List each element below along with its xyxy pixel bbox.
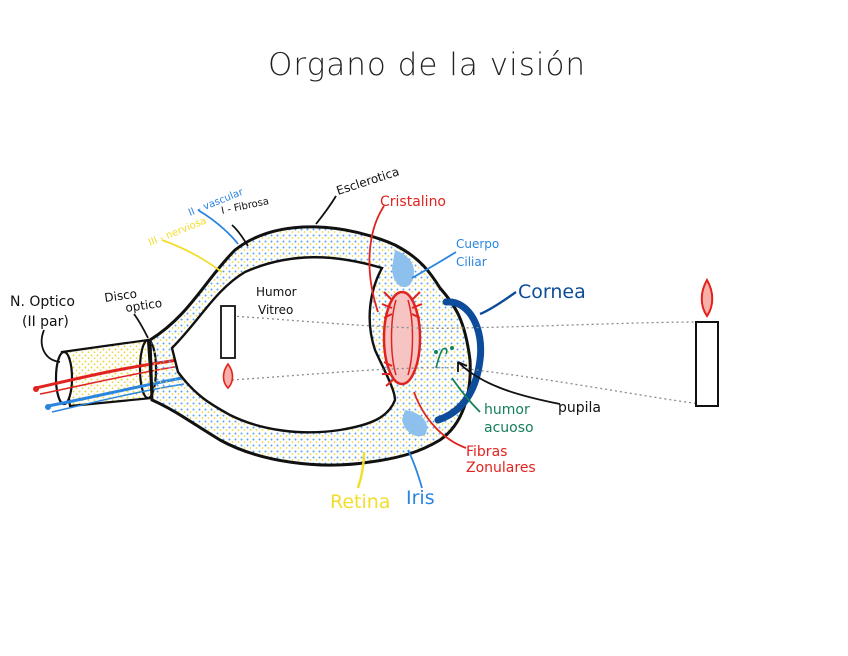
leader-optic-disc	[133, 313, 149, 339]
cornea	[434, 298, 485, 424]
leader-sclera	[315, 195, 337, 225]
leader-zonular	[413, 391, 467, 449]
label-optic-disc-2: optico	[124, 296, 163, 315]
label-optic-nerve: N. Optico	[10, 294, 75, 310]
label-zonular-fibers: Fibras	[466, 444, 507, 460]
label-vitreous-humor-2: Vitreo	[258, 303, 293, 317]
leader-vascular-layer	[197, 209, 239, 245]
leader-lens	[368, 205, 385, 313]
label-retina: Retina	[330, 491, 390, 513]
leader-optic-nerve	[40, 329, 61, 363]
label-lens: Cristalino	[380, 194, 446, 210]
diagram-title: Organo de la visión	[268, 47, 586, 83]
label-iris: Iris	[406, 487, 435, 509]
leader-pupil	[457, 361, 561, 405]
label-vitreous-humor: Humor	[256, 285, 297, 299]
leader-retina	[356, 451, 366, 489]
retinal-image	[220, 305, 236, 390]
label-ciliary-body-2: Ciliar	[456, 255, 487, 269]
leader-cornea	[479, 291, 517, 316]
label-aqueous-humor: humor	[484, 402, 530, 418]
lens	[381, 290, 423, 387]
leader-ciliary	[411, 251, 457, 279]
candle	[695, 278, 719, 407]
leader-nervous-layer	[161, 239, 223, 273]
label-cornea: Cornea	[518, 281, 586, 303]
label-nervous-layer: III - nerviosa	[147, 216, 208, 249]
ciliary-body	[392, 250, 428, 437]
label-optic-nerve-pair: (II par)	[22, 314, 69, 330]
aqueous-humor-marks	[434, 346, 454, 369]
label-pupil: pupila	[558, 400, 601, 416]
light-rays	[231, 315, 701, 405]
leader-aqueous	[451, 377, 481, 413]
label-ciliary-body: Cuerpo	[456, 237, 499, 251]
leader-fibrous-layer	[231, 224, 249, 247]
leader-iris	[407, 449, 423, 489]
label-optic-disc: Disco	[103, 287, 137, 305]
label-sclera: Esclerotica	[335, 164, 401, 197]
label-aqueous-humor-2: acuoso	[484, 420, 534, 436]
label-zonular-fibers-2: Zonulares	[466, 460, 536, 476]
